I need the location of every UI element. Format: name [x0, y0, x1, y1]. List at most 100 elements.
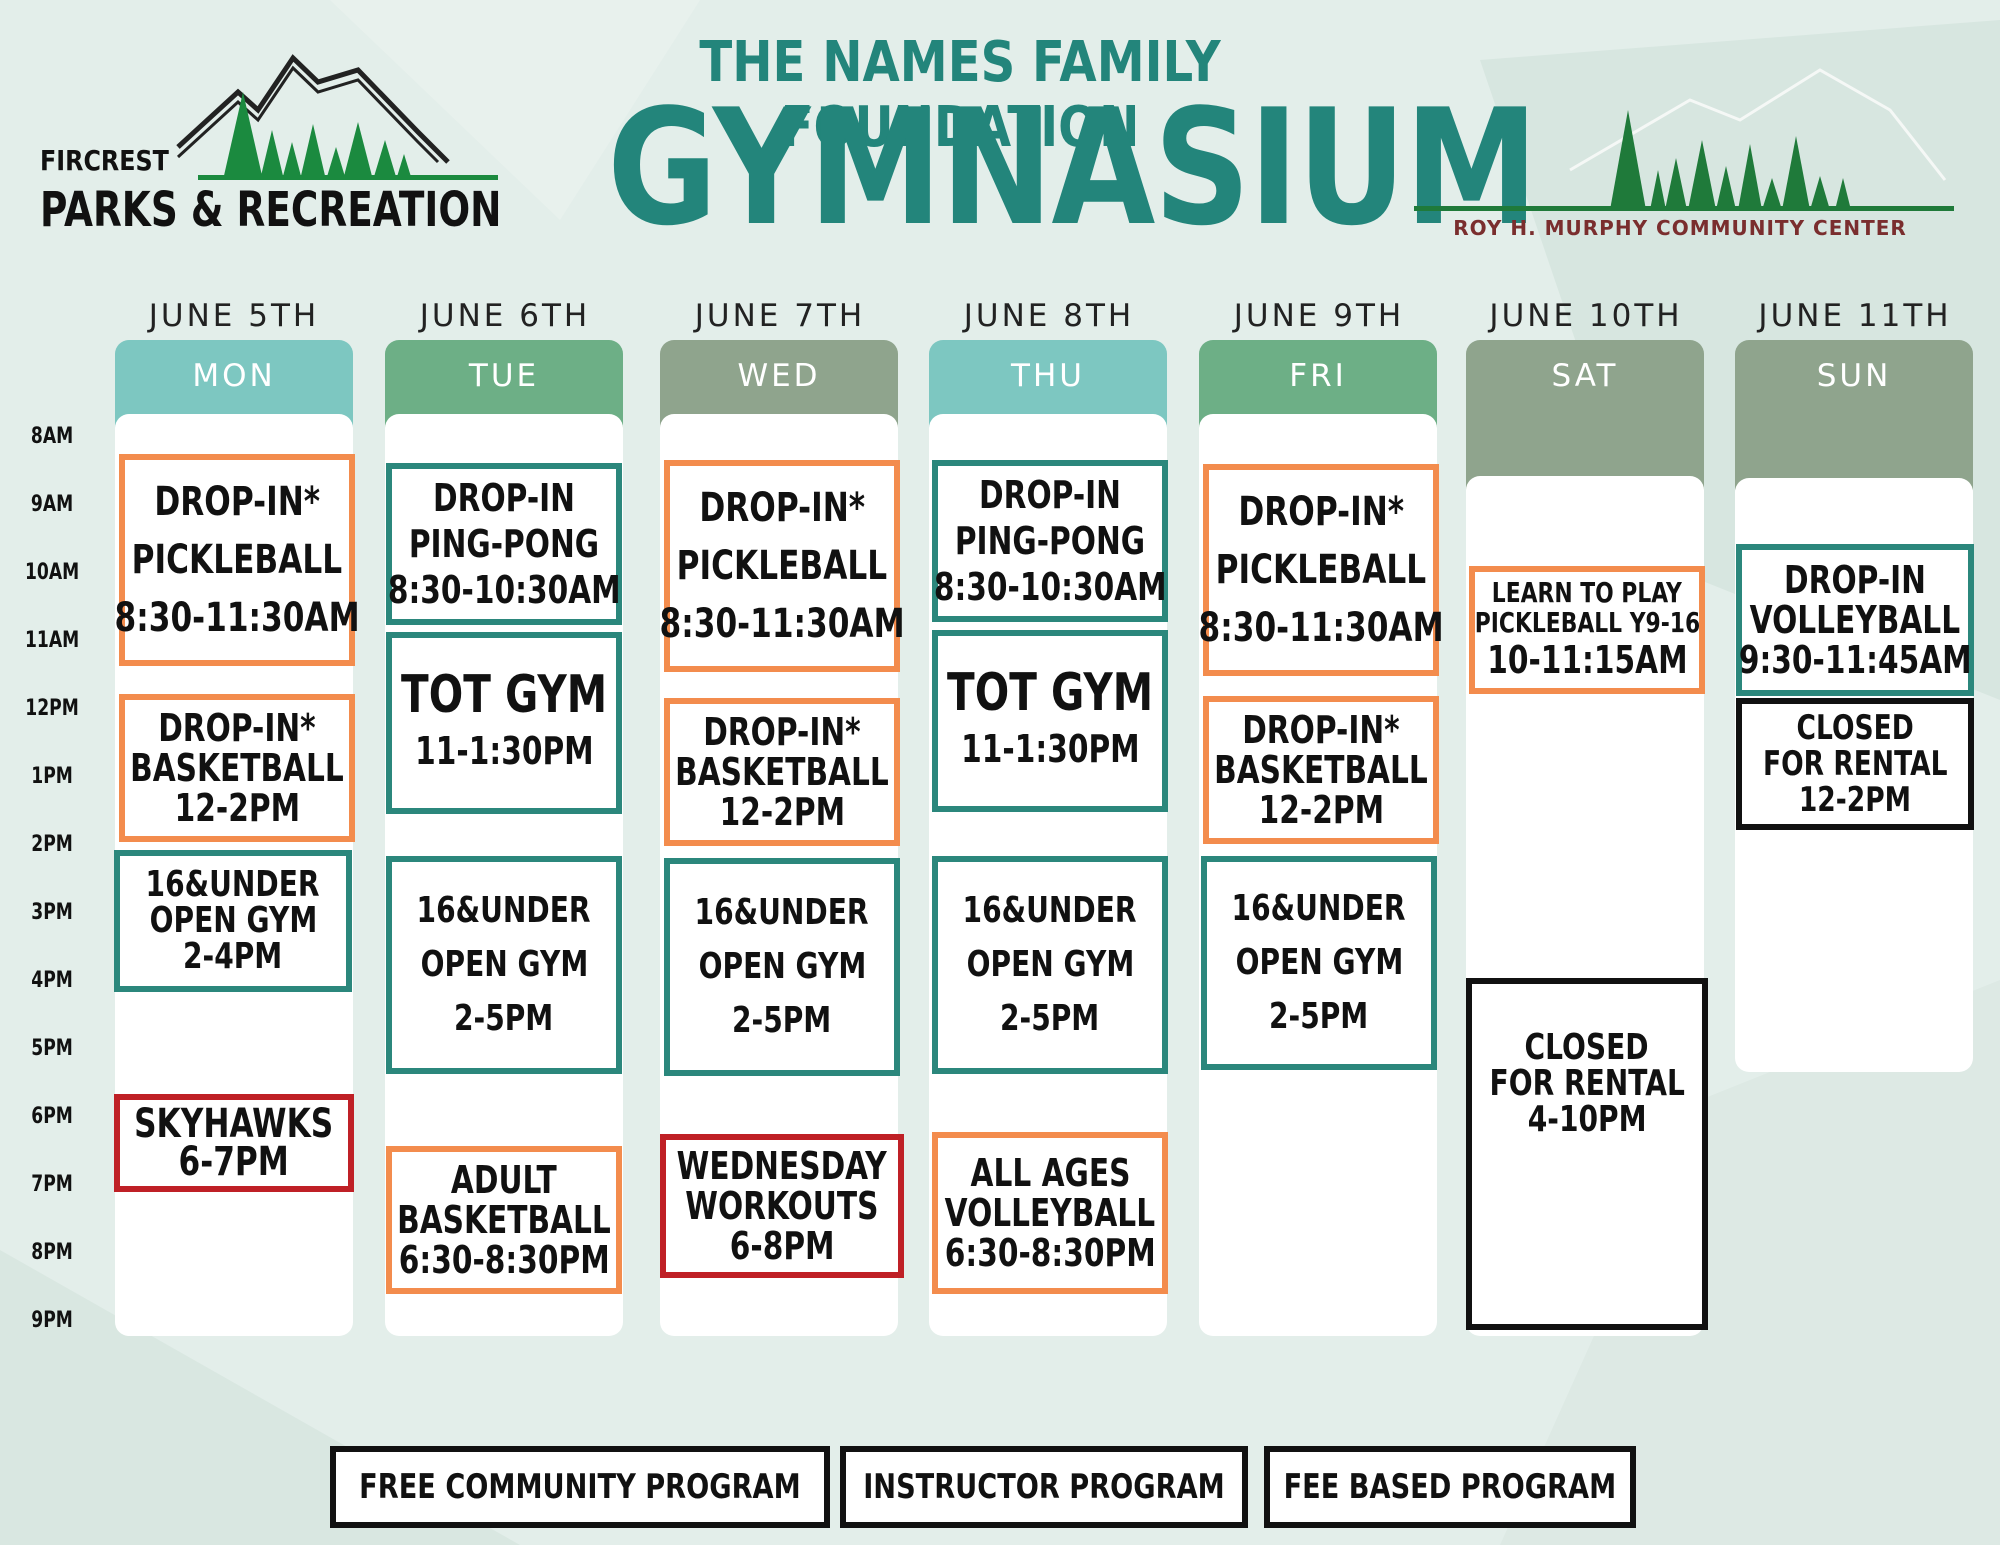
event-title: DROP-IN*: [699, 485, 865, 531]
date-label: JUNE 8TH: [963, 298, 1135, 334]
time-label: 9PM: [31, 1308, 73, 1333]
event-time: 6-8PM: [729, 1224, 835, 1268]
event-time: 11-1:30PM: [960, 727, 1140, 771]
event-title: OPEN GYM: [698, 946, 866, 987]
event-card: DROP-IN* BASKETBALL 12-2PM: [119, 694, 355, 842]
time-label: 7PM: [31, 1172, 73, 1197]
event-time: 8:30-10:30AM: [387, 568, 621, 612]
event-time: 8:30-11:30AM: [659, 601, 905, 647]
date-label: JUNE 11TH: [1758, 298, 1952, 334]
event-title: DROP-IN: [1784, 558, 1926, 602]
logo-line-2: PARKS & RECREATION: [40, 182, 502, 238]
event-time: 6:30-8:30PM: [944, 1231, 1156, 1275]
event-time: 8:30-11:30AM: [1198, 605, 1444, 651]
event-card: LEARN TO PLAY PICKLEBALL Y9-16 10-11:15A…: [1469, 566, 1705, 694]
event-card: WEDNESDAY WORKOUTS 6-8PM: [660, 1134, 904, 1278]
date-label: JUNE 7TH: [694, 298, 866, 334]
event-title: 16&UNDER: [417, 890, 591, 931]
event-card: 16&UNDER OPEN GYM 2-5PM: [664, 858, 900, 1076]
event-card: CLOSED FOR RENTAL 4-10PM: [1466, 978, 1708, 1330]
event-card: CLOSED FOR RENTAL 12-2PM: [1736, 698, 1974, 830]
event-title: DROP-IN*: [1238, 489, 1404, 535]
event-title: DROP-IN*: [703, 710, 861, 754]
legend-fee-based-program: FEE BASED PROGRAM: [1264, 1446, 1636, 1528]
event-time: 2-5PM: [1000, 998, 1100, 1039]
event-title: FOR RENTAL: [1489, 1063, 1685, 1104]
community-center-name: ROY H. MURPHY COMMUNITY CENTER: [1453, 216, 1907, 240]
event-title: OPEN GYM: [420, 944, 588, 985]
event-time: 2-5PM: [454, 998, 554, 1039]
event-title: PICKLEBALL Y9-16: [1474, 606, 1700, 639]
mountain-trees-icon: [176, 54, 498, 180]
event-title: CLOSED: [1796, 708, 1914, 748]
event-title: 16&UNDER: [1232, 888, 1406, 929]
event-card: DROP-IN VOLLEYBALL 9:30-11:45AM: [1736, 544, 1974, 696]
event-time: 12-2PM: [719, 790, 845, 834]
event-card: 16&UNDER OPEN GYM 2-5PM: [932, 856, 1168, 1074]
event-title: OPEN GYM: [966, 944, 1134, 985]
event-card: 16&UNDER OPEN GYM 2-5PM: [386, 856, 622, 1074]
time-label: 2PM: [31, 832, 73, 857]
event-time: 8:30-10:30AM: [933, 565, 1167, 609]
event-title: VOLLEYBALL: [944, 1191, 1156, 1235]
event-title: WORKOUTS: [685, 1184, 879, 1228]
event-card: DROP-IN PING-PONG 8:30-10:30AM: [386, 463, 622, 625]
event-title: OPEN GYM: [1235, 942, 1403, 983]
event-title: DROP-IN*: [1242, 708, 1400, 752]
time-label: 1PM: [31, 764, 73, 789]
community-center-logo: ROY H. MURPHY COMMUNITY CENTER: [1410, 60, 1960, 250]
time-label: 8AM: [30, 424, 74, 449]
date-label: JUNE 10TH: [1489, 298, 1683, 334]
legend-instructor-program: INSTRUCTOR PROGRAM: [840, 1446, 1248, 1528]
event-time: 6:30-8:30PM: [398, 1238, 610, 1282]
time-label: 11AM: [24, 628, 80, 653]
event-time: 2-5PM: [732, 1000, 832, 1041]
time-label: 9AM: [30, 492, 74, 517]
legend-free-community-program: FREE COMMUNITY PROGRAM: [330, 1446, 830, 1528]
time-label: 10AM: [24, 560, 80, 585]
time-label: 4PM: [31, 968, 73, 993]
event-card: DROP-IN* PICKLEBALL 8:30-11:30AM: [114, 454, 360, 666]
time-label: 12PM: [25, 696, 79, 721]
event-title: DROP-IN*: [154, 479, 320, 525]
event-title: PICKLEBALL: [131, 537, 343, 583]
event-card: DROP-IN* BASKETBALL 12-2PM: [1203, 696, 1439, 844]
event-title: DROP-IN: [979, 473, 1121, 517]
event-title: OPEN GYM: [149, 900, 317, 941]
event-title: FOR RENTAL: [1762, 744, 1948, 784]
event-title: TOT GYM: [400, 665, 608, 725]
event-card: SKYHAWKS 6-7PM: [114, 1094, 354, 1192]
event-time: 9:30-11:45AM: [1738, 638, 1972, 682]
event-title: DROP-IN: [433, 476, 575, 520]
event-title: VOLLEYBALL: [1749, 598, 1961, 642]
day-header-sun: SUN: [1735, 340, 1973, 490]
legend-label: FEE BASED PROGRAM: [1283, 1467, 1617, 1507]
event-title: DROP-IN*: [158, 706, 316, 750]
event-title: TOT GYM: [946, 663, 1154, 723]
event-title: BASKETBALL: [675, 750, 889, 794]
event-title: PICKLEBALL: [1215, 547, 1427, 593]
event-title: PING-PONG: [408, 522, 600, 566]
event-title: WEDNESDAY: [676, 1144, 888, 1188]
time-label: 6PM: [31, 1104, 73, 1129]
event-time: 12-2PM: [174, 786, 300, 830]
event-title: 16&UNDER: [963, 890, 1137, 931]
event-title: ALL AGES: [970, 1151, 1130, 1195]
fircrest-logo: FIRCREST PARKS & RECREATION: [38, 52, 508, 242]
event-title: PING-PONG: [954, 519, 1146, 563]
mountain-trees-icon: [1414, 68, 1954, 211]
event-card: TOT GYM 11-1:30PM: [386, 632, 622, 814]
event-time: 2-4PM: [183, 936, 283, 977]
time-label: 8PM: [31, 1240, 73, 1265]
day-header-sat: SAT: [1466, 340, 1704, 490]
event-card: DROP-IN* BASKETBALL 12-2PM: [664, 698, 900, 846]
event-title: BASKETBALL: [397, 1198, 611, 1242]
time-label: 5PM: [31, 1036, 73, 1061]
event-card: DROP-IN* PICKLEBALL 8:30-11:30AM: [659, 460, 905, 672]
event-card: TOT GYM 11-1:30PM: [932, 630, 1168, 812]
event-card: 16&UNDER OPEN GYM 2-5PM: [1201, 856, 1437, 1070]
event-card: ALL AGES VOLLEYBALL 6:30-8:30PM: [932, 1132, 1168, 1294]
logo-line-1: FIRCREST: [40, 144, 169, 177]
event-title: LEARN TO PLAY: [1491, 576, 1683, 609]
legend-label: FREE COMMUNITY PROGRAM: [359, 1467, 801, 1507]
